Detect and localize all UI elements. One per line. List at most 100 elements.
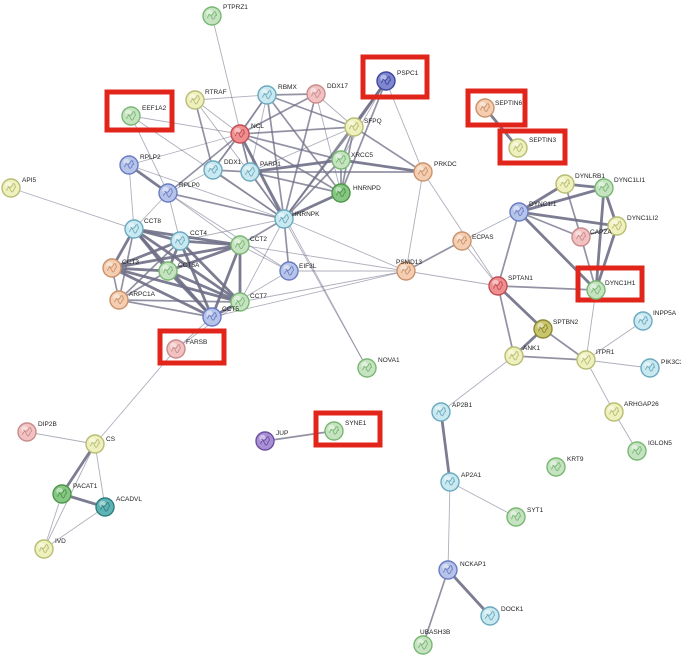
node-label: INPP5A — [653, 310, 677, 317]
node-cct5[interactable]: CCT5 — [202, 306, 239, 327]
node-ap2a1[interactable]: AP2A1 — [440, 472, 482, 492]
protein-structure-icon — [493, 281, 503, 291]
node-ecpas[interactable]: ECPAS — [452, 231, 494, 251]
node-rplp2[interactable]: RPLP2 — [119, 154, 161, 175]
edge-ddx1-hnrnpk — [212, 169, 285, 220]
node-label: JUP — [276, 430, 288, 437]
node-eif3l[interactable]: EIF3L — [279, 261, 317, 281]
protein-structure-icon — [163, 188, 173, 198]
node-parp1[interactable]: PARP1 — [240, 161, 281, 182]
node-sheen — [510, 510, 517, 518]
protein-structure-icon — [445, 477, 455, 486]
node-circle — [376, 71, 396, 91]
node-jup[interactable]: JUP — [255, 430, 288, 451]
node-ap2b1[interactable]: AP2B1 — [431, 402, 473, 422]
edge-ncl-rplp2 — [128, 133, 241, 166]
node-syt1[interactable]: SYT1 — [506, 507, 544, 527]
node-label: SEPTIN3 — [529, 137, 556, 144]
node-pik3c3[interactable]: PIK3C3 — [640, 358, 681, 378]
node-cct4[interactable]: CCT4 — [170, 230, 207, 251]
node-krt9[interactable]: KRT9 — [546, 456, 584, 477]
node-sheen — [442, 563, 449, 571]
node-sheen — [348, 120, 355, 128]
node-label: SPTAN1 — [508, 275, 533, 282]
node-prkdc[interactable]: PRKDC — [413, 161, 457, 182]
node-arpc1a[interactable]: ARPC1A — [109, 290, 156, 310]
node-label: CCT5 — [222, 306, 239, 313]
node-label: CCT7 — [250, 293, 267, 300]
node-septin3[interactable]: SEPTIN3 — [508, 137, 556, 158]
node-circle — [255, 431, 275, 451]
node-eef1a2[interactable]: EEF1A2 — [121, 105, 167, 126]
node-label: DIP2B — [38, 421, 57, 428]
node-circle — [475, 98, 495, 118]
node-psmd13[interactable]: PSMD13 — [396, 259, 422, 281]
node-ank1[interactable]: ANK1 — [504, 345, 540, 366]
node-nckap1[interactable]: NCKAP1 — [438, 560, 486, 580]
node-sfpq[interactable]: SFPQ — [344, 117, 382, 137]
node-dync1h1[interactable]: DYNC1H1 — [586, 280, 636, 300]
node-rplp0[interactable]: RPLP0 — [158, 182, 200, 203]
node-rtraf[interactable]: RTRAF — [185, 89, 227, 110]
node-dync1li1[interactable]: DYNC1LI1 — [594, 177, 645, 198]
node-dynlrb1[interactable]: DYNLRB1 — [555, 173, 605, 194]
node-dync1i1[interactable]: DYNC1I1 — [509, 201, 557, 222]
edge-ecpas-dync1i1 — [461, 211, 520, 242]
node-api5[interactable]: API5 — [1, 177, 36, 198]
node-dync1li2[interactable]: DYNC1LI2 — [607, 215, 658, 236]
edge-psmd13-ecpas — [405, 240, 463, 272]
edge-cct6a-cct5 — [166, 270, 214, 318]
node-hnrnpk[interactable]: HNRNPK — [274, 209, 320, 229]
protein-structure-icon — [175, 236, 185, 245]
node-cct3[interactable]: CCT3 — [102, 258, 139, 278]
node-circle — [396, 261, 416, 281]
node-ivd[interactable]: IVD — [34, 538, 66, 559]
node-sptbn2[interactable]: SPTBN2 — [533, 319, 579, 339]
node-label: DDX1 — [224, 159, 242, 166]
node-dip2b[interactable]: DIP2B — [17, 421, 57, 442]
node-ubash3b[interactable]: UBASH3B — [413, 629, 450, 655]
node-cct2[interactable]: CCT2 — [230, 235, 267, 255]
node-label: RBMX — [278, 84, 297, 91]
node-acadvl[interactable]: ACADVL — [95, 496, 142, 517]
edge-rplp2-cct8 — [128, 164, 135, 230]
node-sptan1[interactable]: SPTAN1 — [488, 275, 533, 296]
node-hnrnpd[interactable]: HNRNPD — [331, 183, 381, 203]
node-label: HNRNPK — [292, 211, 320, 218]
protein-structure-icon — [538, 324, 548, 333]
node-capza[interactable]: CAPZA — [571, 227, 612, 247]
node-iglon5[interactable]: IGLON5 — [627, 440, 672, 461]
node-circle — [17, 422, 37, 442]
node-sheen — [608, 405, 615, 413]
protein-structure-icon — [235, 129, 245, 138]
node-farsb[interactable]: FARSB — [166, 339, 207, 359]
node-arhgap26[interactable]: ARHGAP26 — [604, 401, 659, 422]
edge-cct4-cct2 — [179, 239, 241, 247]
node-nova1[interactable]: NOVA1 — [357, 357, 400, 378]
node-ncl[interactable]: NCL — [230, 123, 264, 144]
node-cct7[interactable]: CCT7 — [230, 292, 267, 312]
node-inpp5a[interactable]: INPP5A — [633, 310, 677, 331]
node-cct6a[interactable]: CCT6A — [158, 261, 200, 281]
node-pspc1[interactable]: PSPC1 — [376, 70, 419, 91]
node-circle — [576, 350, 596, 370]
node-itpr1[interactable]: ITPR1 — [576, 349, 615, 370]
highlight-box-eef1a2 — [104, 89, 175, 133]
node-sheen — [559, 177, 566, 185]
node-syne1[interactable]: SYNE1 — [324, 420, 367, 441]
node-ptprz1[interactable]: PTPRZ1 — [202, 4, 248, 26]
node-ddx1[interactable]: DDX1 — [203, 159, 242, 180]
node-dock1[interactable]: DOCK1 — [480, 606, 524, 626]
node-rbmx[interactable]: RBMX — [257, 84, 297, 105]
node-circle — [240, 162, 260, 182]
node-septin6[interactable]: SEPTIN6 — [475, 98, 522, 118]
node-label: PACAT1 — [73, 483, 98, 490]
node-xrcc5[interactable]: XRCC5 — [331, 150, 373, 170]
node-sheen — [38, 542, 45, 550]
node-cs[interactable]: CS — [85, 434, 116, 454]
node-cct8[interactable]: CCT8 — [124, 218, 161, 239]
node-sheen — [508, 349, 515, 357]
node-pacat1[interactable]: PACAT1 — [52, 483, 98, 504]
node-ddx17[interactable]: DDX17 — [306, 83, 348, 104]
